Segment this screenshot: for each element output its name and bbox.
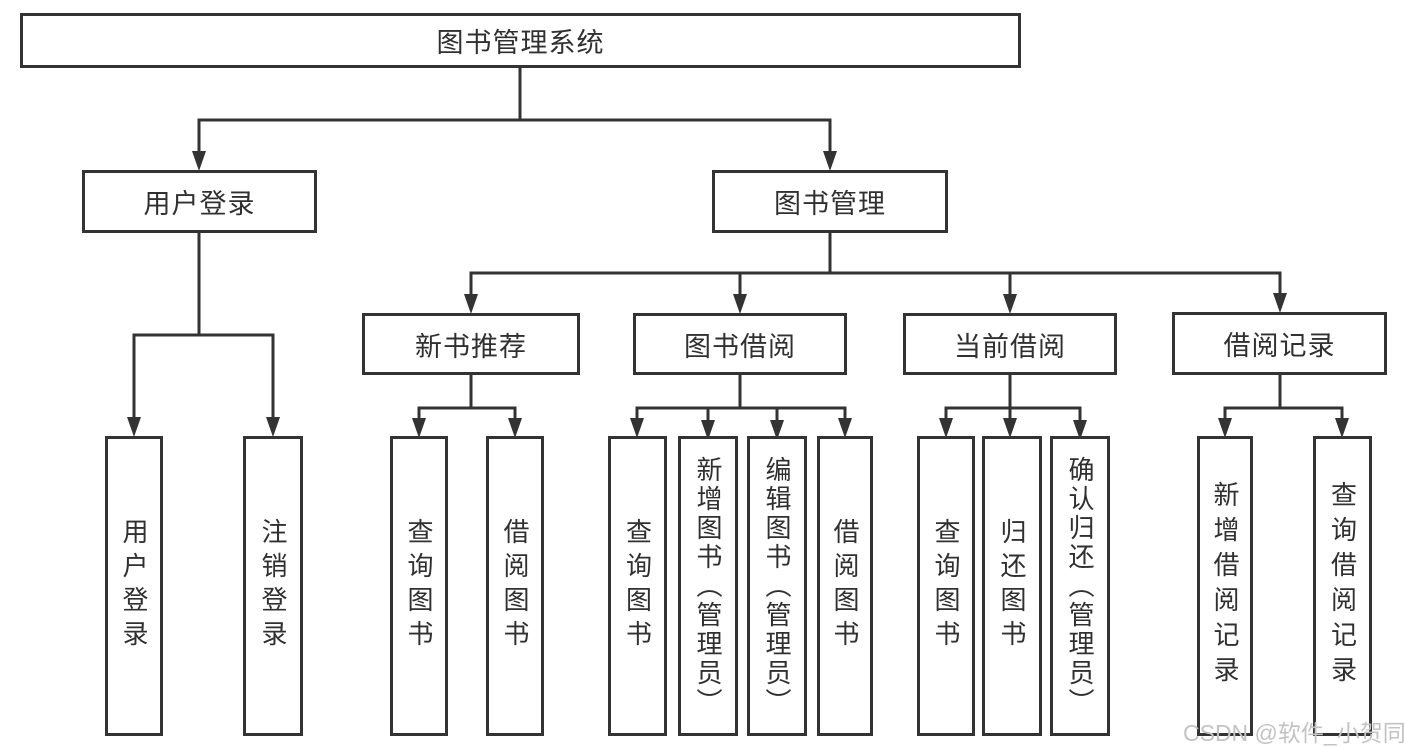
node-book-borrowing: 图书借阅 [633,313,847,375]
node-user-login: 用户登录 [82,170,317,233]
leaf-query-borrow-record: 查询借阅记录 [1313,436,1372,736]
leaf-label: 新增借阅记录 [1210,481,1240,691]
leaf-label: 查询借阅记录 [1327,481,1358,691]
leaf-add-books-admin: 新增图书（管理员） [678,436,738,736]
leaf-label: 查询图书 [931,518,961,654]
leaf-label: 注销登录 [258,518,288,654]
leaf-label: 借阅图书 [500,518,530,654]
leaf-label: 用户登录 [119,518,149,654]
leaf-borrow-books: 借阅图书 [486,436,544,736]
leaf-label: 查询图书 [404,518,434,654]
leaf-query-books: 查询图书 [917,436,975,736]
leaf-logout: 注销登录 [243,436,303,736]
leaf-confirm-return-admin: 确认归还（管理员） [1050,436,1110,736]
node-borrowing-records: 借阅记录 [1172,312,1387,375]
leaf-label: 归还图书 [997,518,1027,654]
node-new-book-recommend: 新书推荐 [362,313,580,375]
leaf-query-books: 查询图书 [390,436,448,736]
node-book-management: 图书管理 [712,170,948,233]
csdn-watermark: CSDN @软件_小贺同学 [1183,720,1405,746]
leaf-label: 新增图书（管理员） [693,455,723,717]
leaf-query-books: 查询图书 [608,436,667,736]
leaf-user-login: 用户登录 [105,436,163,736]
leaf-return-books: 归还图书 [982,436,1042,736]
leaf-label: 借阅图书 [830,518,860,654]
node-library-management-system: 图书管理系统 [20,13,1021,68]
leaf-borrow-books: 借阅图书 [817,436,873,736]
arrowheads [127,151,1349,440]
leaf-label: 编辑图书（管理员） [762,455,792,717]
leaf-label: 确认归还（管理员） [1065,455,1095,717]
leaf-add-borrow-record: 新增借阅记录 [1197,436,1253,736]
leaf-edit-books-admin: 编辑图书（管理员） [747,436,807,736]
leaf-label: 查询图书 [622,518,653,654]
node-current-borrowing: 当前借阅 [903,313,1117,375]
